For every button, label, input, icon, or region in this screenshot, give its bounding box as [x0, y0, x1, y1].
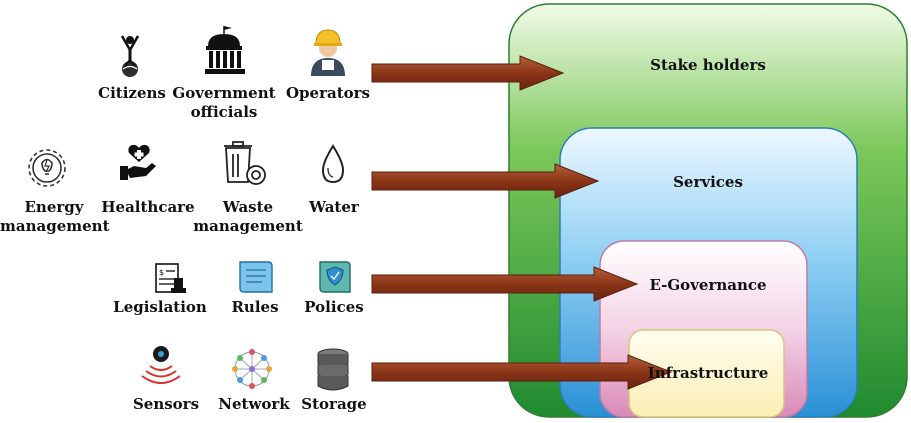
policy-scroll-icon [319, 261, 351, 293]
water-drop-icon [321, 144, 345, 184]
rules-scroll-icon [239, 261, 273, 293]
government-officials-label: Government officials [172, 84, 276, 121]
polices-label: Polices [304, 298, 364, 316]
citizens-label: Citizens [98, 84, 166, 102]
stakeholders-layer-label: Stake holders [650, 56, 766, 74]
legislation-document-icon: $ [155, 263, 186, 293]
operator-icon [311, 29, 345, 76]
operators-label: Operators [285, 84, 370, 102]
network-label: Network [218, 395, 290, 413]
healthcare-label: Healthcare [101, 198, 195, 216]
rules-label: Rules [231, 298, 279, 316]
waste-management-label: Waste management [193, 198, 303, 235]
arrow-egovernance [371, 266, 639, 302]
storage-icon [317, 348, 349, 391]
infrastructure-layer-label: Infrastructure [647, 364, 769, 382]
water-label: Water [309, 198, 359, 216]
sensors-label: Sensors [132, 395, 200, 413]
healthcare-hand-heart-icon [120, 144, 156, 180]
arrow-infrastructure [371, 354, 673, 390]
services-layer-label: Services [673, 173, 743, 191]
svg-text:$: $ [159, 268, 164, 277]
arrow-stakeholders [371, 55, 565, 91]
legislation-label: Legislation [113, 298, 207, 316]
egovernance-layer-label: E-Governance [649, 276, 767, 294]
energy-management-label: Energy management [0, 198, 110, 235]
arrow-services [371, 163, 600, 199]
network-icon [232, 349, 272, 389]
citizen-icon [120, 35, 140, 77]
energy-gear-icon [28, 149, 66, 187]
storage-label: Storage [301, 395, 367, 413]
sensor-icon [141, 346, 181, 384]
government-building-icon [205, 26, 245, 74]
waste-bin-icon [224, 141, 266, 185]
